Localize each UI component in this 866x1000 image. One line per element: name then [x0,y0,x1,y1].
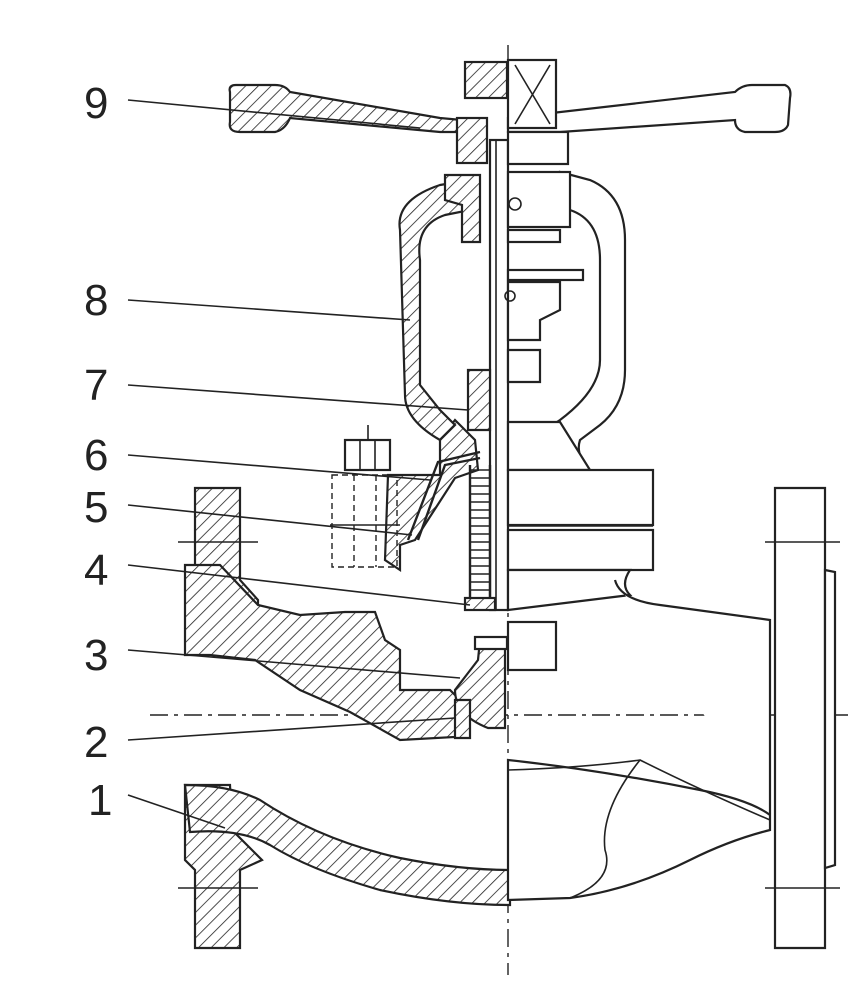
bellows [463,465,497,612]
leader-9 [127,99,421,129]
leader-1 [127,794,226,829]
bonnet-flange [383,418,480,573]
leader-4 [127,564,471,606]
left-flange [178,486,264,950]
handwheel-right [506,83,792,134]
handwheel-left [228,83,464,134]
leader-3 [127,649,461,679]
callout-6: 6 [84,431,108,480]
leader-2 [127,717,456,741]
leader-8 [127,299,411,321]
leader-6 [127,454,431,481]
handwheel-nut [463,60,509,100]
body-bottom-wall [183,783,512,907]
yoke-arch [398,178,472,442]
gasket [416,456,481,541]
body-upper-wall [183,563,462,742]
bonnet-flange-right [506,468,655,527]
actuator-stub [506,620,558,672]
callout-4: 4 [84,546,108,595]
callout-7: 7 [84,361,108,410]
packing [466,368,492,432]
right-flange [773,486,827,950]
callout-5: 5 [84,483,108,532]
body-right [506,579,772,902]
callout-9: 9 [84,79,108,128]
callout-8: 8 [84,276,108,325]
leader-7 [127,384,469,411]
callout-1: 1 [88,776,112,825]
callout-2: 2 [84,718,108,767]
disc-nut [473,635,509,651]
handwheel-hub [455,116,489,165]
body-flange-right [506,528,655,572]
leader-5 [127,504,413,536]
yoke-bushing [443,173,482,244]
callout-3: 3 [84,631,108,680]
stem [488,138,510,612]
valve-seat [453,698,472,740]
